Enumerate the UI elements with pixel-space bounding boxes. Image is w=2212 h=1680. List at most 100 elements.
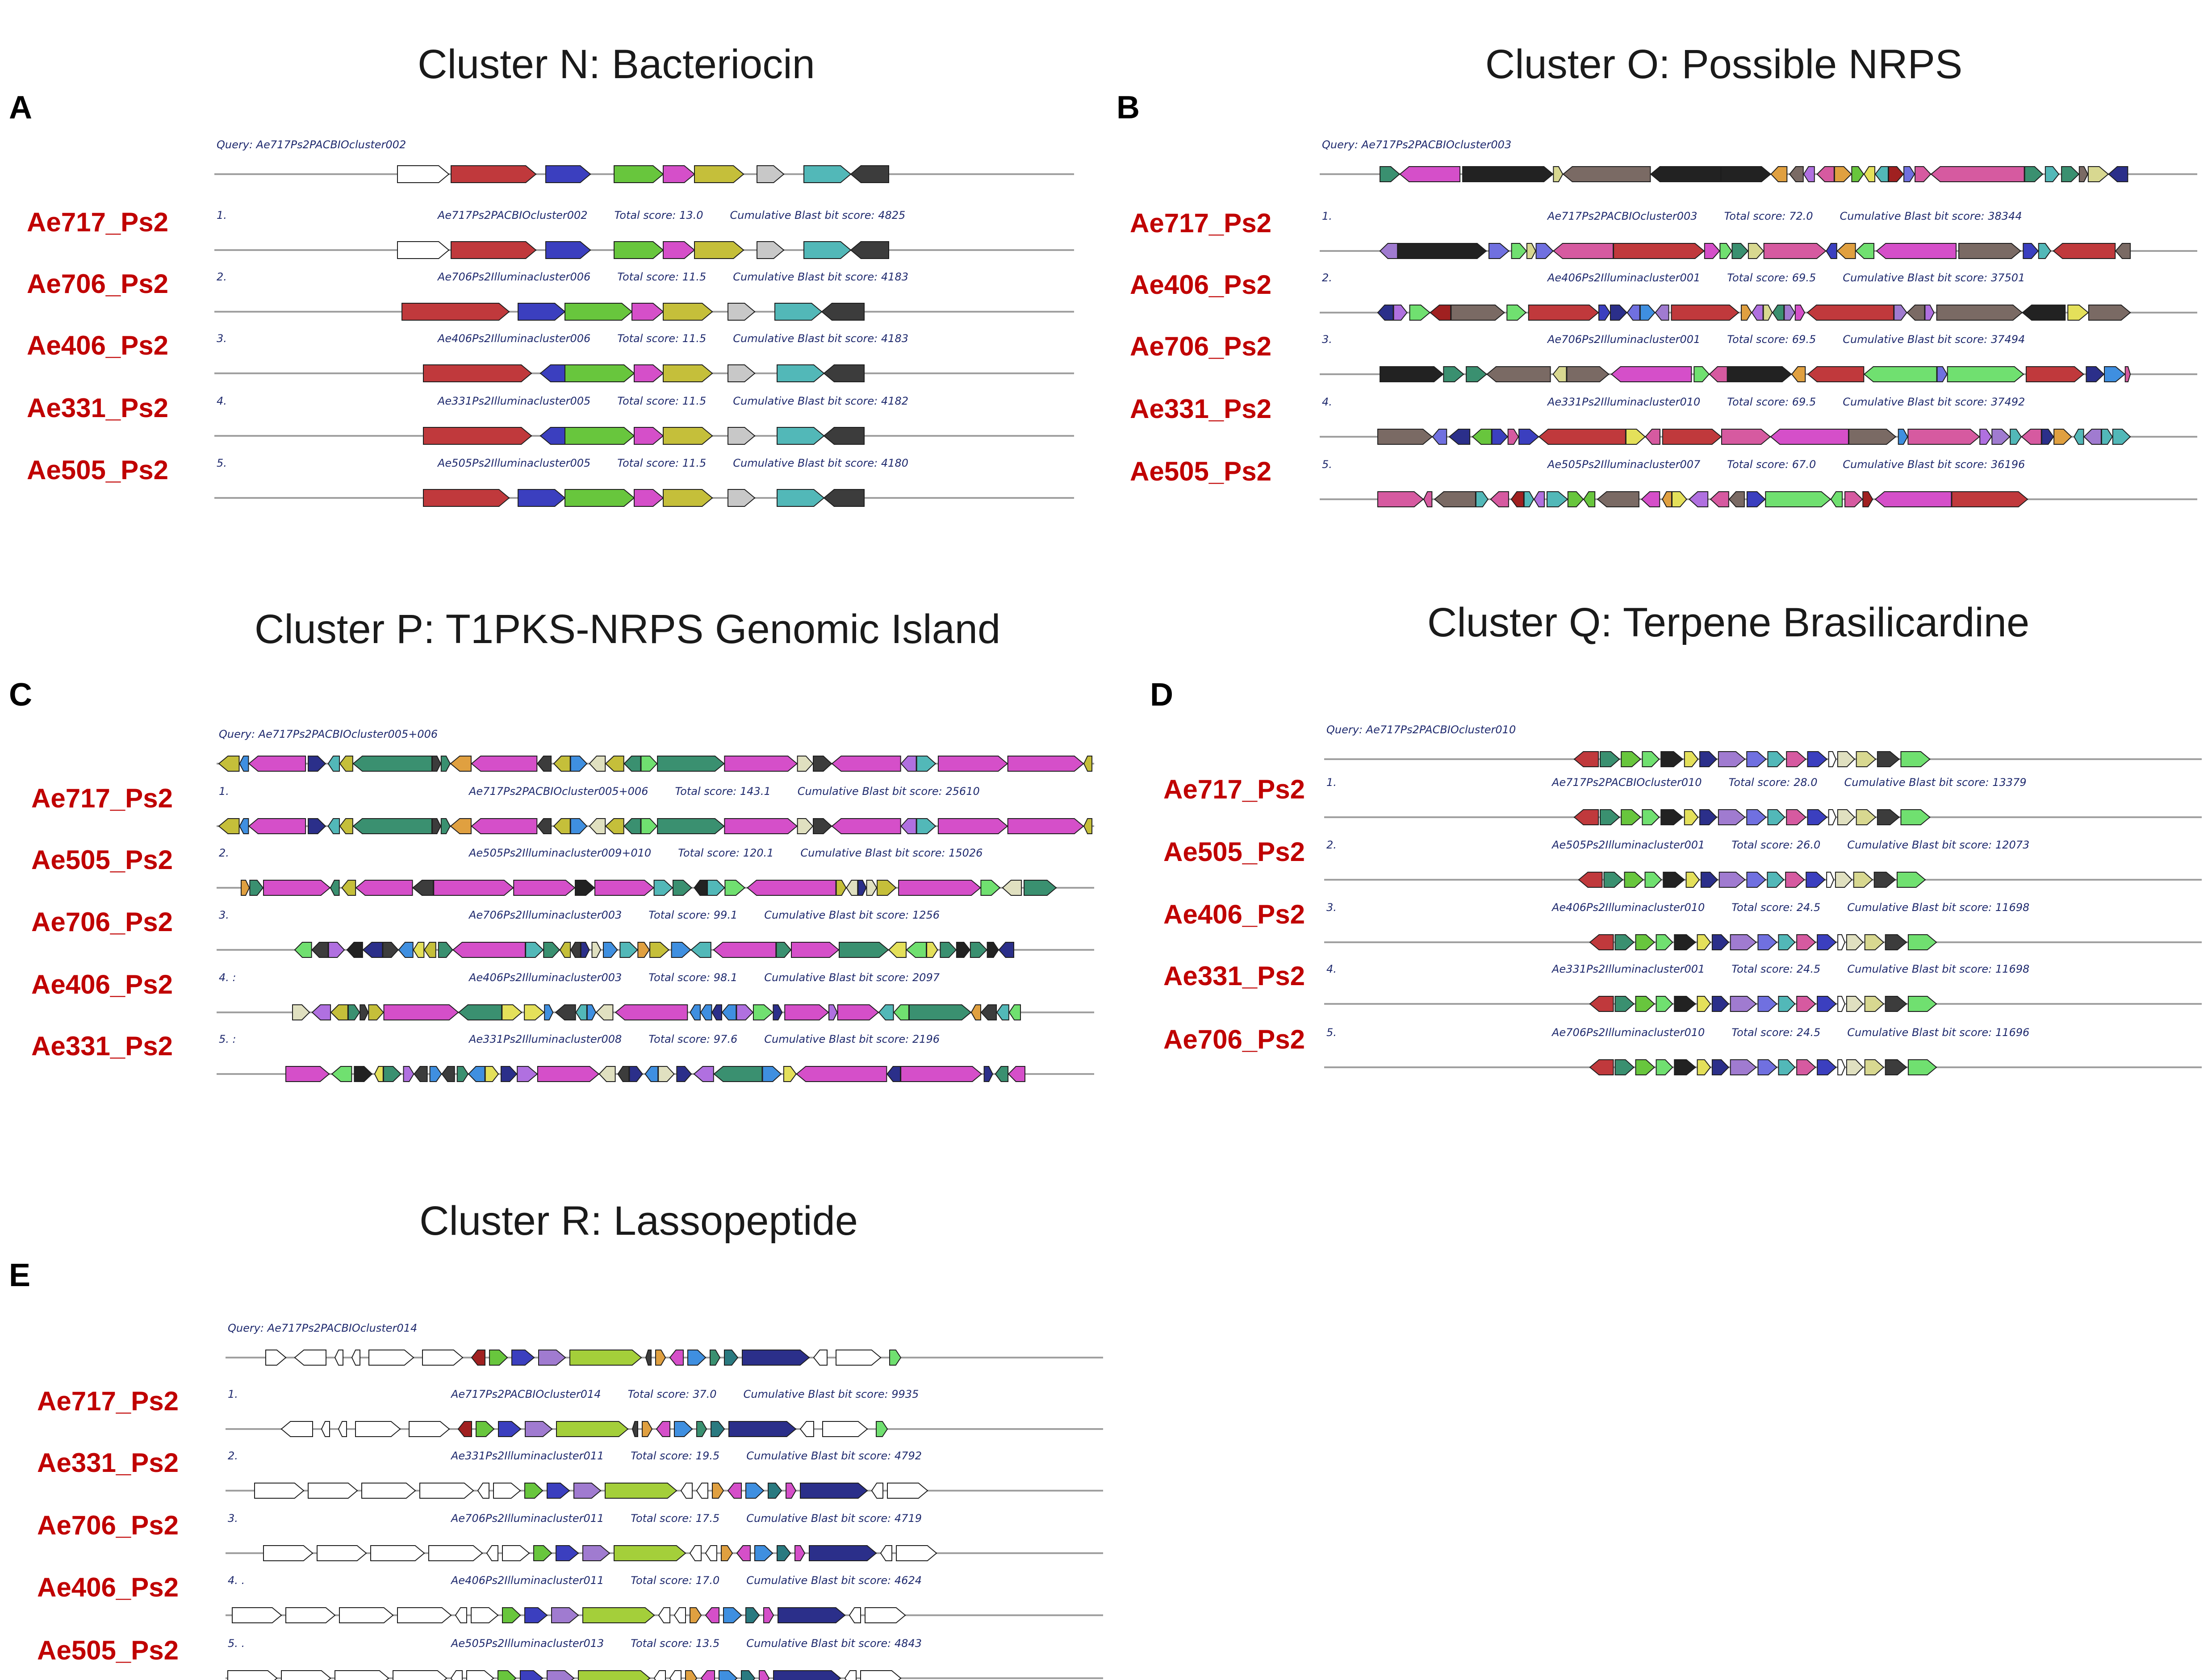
- query-gene-arrow: [623, 756, 641, 772]
- hit-gene-arrow: [1567, 491, 1584, 507]
- hit-gene-arrow: [1552, 366, 1567, 382]
- query-gene-arrow: [1874, 166, 1889, 182]
- hit-total-score: Total score: 98.1: [648, 971, 737, 984]
- hit-gene-arrow: [413, 942, 425, 958]
- hit-gene-arrow: [1490, 491, 1509, 507]
- query-gene-arrow: [1816, 166, 1835, 182]
- hit-total-score: Total score: 69.5: [1727, 396, 1816, 408]
- hit-blast-score: Cumulative Blast bit score: 2097: [764, 971, 940, 984]
- query-gene-arrow: [1650, 166, 1721, 182]
- hit-gene-arrow: [321, 1421, 330, 1437]
- hit-gene-arrow: [774, 303, 823, 321]
- hit-gene-arrow: [382, 942, 399, 958]
- hit-blast-score: Cumulative Blast bit score: 4843: [746, 1637, 922, 1650]
- hit-gene-arrow: [1874, 491, 1952, 507]
- hit-gene-arrow: [1597, 491, 1639, 507]
- query-gene-arrow: [2045, 166, 2060, 182]
- hit-gene-arrow: [713, 1066, 763, 1082]
- hit-gene-arrow: [1763, 305, 1773, 321]
- hit-gene-arrow: [2067, 305, 2089, 321]
- hit-blast-score: Cumulative Blast bit score: 4182: [733, 395, 908, 407]
- hit-gene-arrow: [794, 1545, 806, 1561]
- hit-gene-arrow: [724, 880, 746, 896]
- hit-gene-arrow: [580, 942, 590, 958]
- hit-gene-arrow: [368, 1004, 384, 1020]
- hit-gene-arrow: [896, 1545, 937, 1561]
- hit-gene-arrow: [700, 1004, 712, 1020]
- query-gene-arrow: [669, 1350, 684, 1366]
- hit-gene-arrow: [1846, 934, 1864, 950]
- hit-gene-arrow: [327, 818, 340, 834]
- hit-gene-arrow: [831, 818, 901, 834]
- hit-total-score: Total score: 72.0: [1724, 210, 1813, 222]
- hit-gene-arrow: [1876, 243, 1957, 259]
- query-label: Query: Ae717Ps2PACBIOcluster014: [228, 1322, 417, 1334]
- strain-label: Ae331_Ps2: [27, 393, 168, 423]
- hit-gene-arrow: [680, 1483, 693, 1499]
- hit-gene-arrow: [754, 1545, 774, 1561]
- hit-gene-arrow: [605, 818, 624, 834]
- query-gene-arrow: [813, 756, 832, 772]
- hit-gene-arrow: [846, 880, 858, 896]
- hit-gene-arrow: [547, 1483, 570, 1499]
- hit-gene-arrow: [888, 942, 907, 958]
- hit-gene-arrow: [582, 1607, 655, 1623]
- hit-gene-arrow: [617, 1066, 630, 1082]
- hit-cluster-name: Ae331Ps2Illuminacluster001: [1551, 963, 1705, 975]
- hit-gene-arrow: [777, 489, 825, 507]
- hit-gene-arrow: [1008, 1004, 1021, 1020]
- hit-gene-arrow: [556, 1545, 579, 1561]
- hit-gene-arrow: [1704, 243, 1720, 259]
- hit-gene-arrow: [537, 1066, 600, 1082]
- hit-gene-arrow: [1621, 809, 1641, 825]
- hit-blast-score: Cumulative Blast bit score: 37494: [1843, 333, 2025, 346]
- hit-gene-arrow: [595, 1004, 614, 1020]
- hit-gene-arrow: [2083, 429, 2102, 445]
- hit-gene-arrow: [1546, 491, 1568, 507]
- hit-gene-arrow: [564, 364, 635, 382]
- hit-gene-arrow: [1796, 996, 1816, 1012]
- hit-gene-arrow: [423, 427, 532, 445]
- hit-gene-arrow: [547, 1670, 575, 1680]
- hit-number: 1.: [1326, 776, 1337, 789]
- hit-gene-arrow: [878, 1004, 894, 1020]
- hit-blast-score: Cumulative Blast bit score: 4183: [733, 271, 908, 283]
- hit-gene-arrow: [1472, 429, 1492, 445]
- hit-gene-arrow: [623, 818, 641, 834]
- hit-gene-arrow: [1864, 1059, 1885, 1075]
- hit-gene-arrow: [1451, 305, 1505, 321]
- hit-gene-arrow: [263, 880, 331, 896]
- hit-gene-arrow: [663, 364, 713, 382]
- hit-gene-arrow: [254, 1483, 305, 1499]
- hit-gene-arrow: [1894, 305, 1907, 321]
- hit-gene-arrow: [1757, 934, 1777, 950]
- hit-gene-arrow: [1817, 996, 1837, 1012]
- hit-gene-arrow: [741, 1670, 756, 1680]
- query-gene-arrow: [813, 1350, 828, 1366]
- hit-blast-score: Cumulative Blast bit score: 4624: [746, 1574, 922, 1587]
- hit-gene-arrow: [1635, 1059, 1655, 1075]
- hit-gene-arrow: [485, 1066, 499, 1082]
- strain-label: Ae331_Ps2: [1130, 394, 1271, 424]
- hit-number: 5.: [217, 457, 227, 469]
- strain-label: Ae406_Ps2: [1163, 899, 1305, 929]
- hit-total-score: Total score: 11.5: [617, 457, 706, 469]
- hit-number: 1.: [219, 785, 229, 798]
- hit-gene-arrow: [763, 1607, 774, 1623]
- hit-gene-arrow: [1765, 491, 1831, 507]
- hit-gene-arrow: [674, 1421, 693, 1437]
- hit-gene-arrow: [940, 942, 957, 958]
- hit-gene-arrow: [1710, 491, 1729, 507]
- hit-blast-score: Cumulative Blast bit score: 2196: [764, 1033, 940, 1045]
- strain-label: Ae717_Ps2: [27, 207, 168, 237]
- hit-gene-arrow: [1624, 872, 1644, 888]
